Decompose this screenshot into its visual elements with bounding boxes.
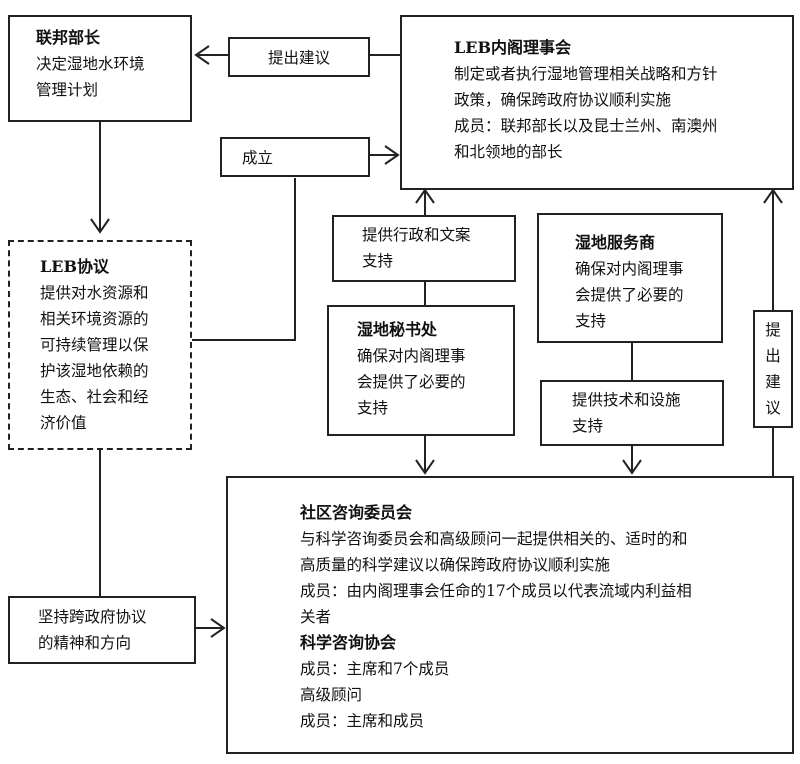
federal-minister-line: 管理计划	[36, 81, 99, 99]
leb-council-title: LEB内阁理事会	[454, 38, 571, 57]
community-committee-line: 高质量的科学建议以确保跨政府协议顺利实施	[300, 556, 611, 574]
leb-agreement-box: LEB协议 提供对水资源和 相关环境资源的 可持续管理以保 护该湿地依赖的 生态…	[8, 240, 192, 450]
science-advisory-line: 成员：主席和7个成员	[300, 660, 450, 678]
wetland-service-line: 确保对内阁理事	[575, 260, 684, 278]
wetland-service-line: 会提供了必要的	[575, 286, 684, 304]
leb-council-box: LEB内阁理事会 制定或者执行湿地管理相关战略和方针 政策，确保跨政府协议顺利实…	[400, 15, 794, 190]
leb-council-line: 制定或者执行湿地管理相关战略和方针	[454, 65, 718, 83]
leb-council-line: 政策，确保跨政府协议顺利实施	[454, 91, 672, 109]
leb-agreement-line: 相关环境资源的	[40, 310, 149, 328]
federal-minister-line: 决定湿地水环境	[36, 55, 145, 73]
leb-agreement-line: 济价值	[40, 414, 87, 432]
wetland-secretariat-title: 湿地秘书处	[357, 320, 438, 339]
propose-top-label: 提出建议	[228, 37, 370, 77]
wetland-service-line: 支持	[575, 312, 607, 330]
leb-council-line: 成员：联邦部长以及昆士兰州、南澳州	[454, 117, 718, 135]
leb-agreement-title: LEB协议	[40, 257, 109, 276]
wetland-secretariat-line: 确保对内阁理事	[357, 347, 466, 365]
tech-support-label: 提供技术和设施 支持	[540, 380, 724, 446]
community-committee-line: 关者	[300, 608, 332, 626]
leb-agreement-line: 提供对水资源和	[40, 284, 149, 302]
community-committee-box: 社区咨询委员会 与科学咨询委员会和高级顾问一起提供相关的、适时的和 高质量的科学…	[226, 476, 794, 754]
wetland-service-box: 湿地服务商 确保对内阁理事 会提供了必要的 支持	[537, 213, 723, 343]
uphold-label: 坚持跨政府协议 的精神和方向	[8, 596, 196, 664]
establish-label: 成立	[220, 137, 370, 177]
science-advisory-title: 科学咨询协会	[300, 633, 397, 652]
admin-support-label: 提供行政和文案 支持	[332, 215, 516, 282]
wetland-secretariat-line: 会提供了必要的	[357, 373, 466, 391]
science-advisory-line: 高级顾问	[300, 686, 363, 704]
community-committee-line: 成员：由内阁理事会任命的17个成员以代表流域内利益相	[300, 582, 692, 600]
federal-minister-box: 联邦部长 决定湿地水环境 管理计划	[8, 15, 192, 122]
leb-agreement-line: 可持续管理以保	[40, 336, 149, 354]
wetland-service-title: 湿地服务商	[575, 233, 656, 252]
science-advisory-line: 成员：主席和成员	[300, 712, 425, 730]
community-committee-title: 社区咨询委员会	[300, 503, 413, 522]
leb-agreement-line: 生态、社会和经	[40, 388, 149, 406]
federal-minister-title: 联邦部长	[36, 28, 101, 47]
leb-agreement-line: 护该湿地依赖的	[40, 362, 149, 380]
propose-right-label: 提 出 建 议	[753, 310, 793, 428]
wetland-secretariat-box: 湿地秘书处 确保对内阁理事 会提供了必要的 支持	[327, 305, 515, 436]
leb-council-line: 和北领地的部长	[454, 143, 563, 161]
wetland-secretariat-line: 支持	[357, 399, 389, 417]
community-committee-line: 与科学咨询委员会和高级顾问一起提供相关的、适时的和	[300, 530, 688, 548]
